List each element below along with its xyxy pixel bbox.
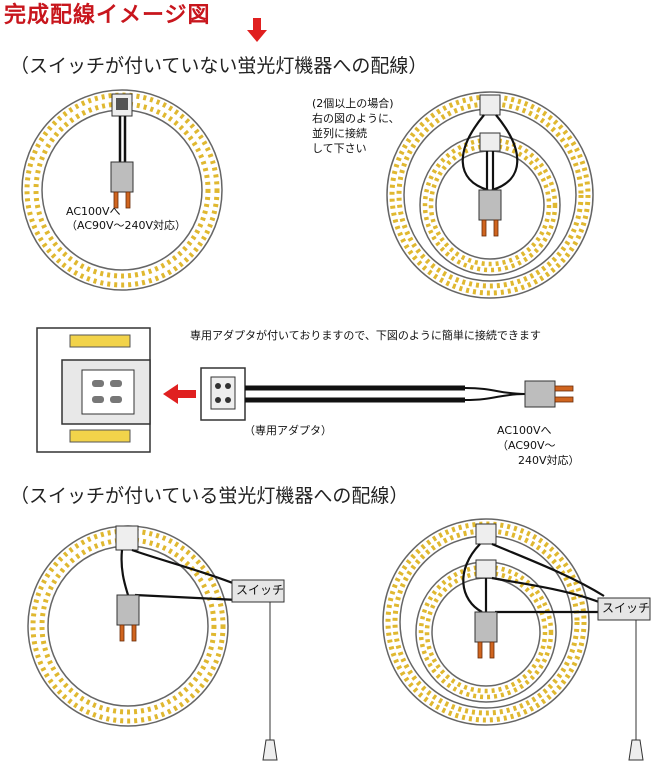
section-heading-no-switch: （スイッチが付いていない蛍光灯機器への配線） (10, 55, 428, 77)
page-title: 完成配線イメージ図 (4, 3, 211, 28)
switch-label-right: スイッチ (602, 601, 651, 615)
adapter-label: （専用アダプタ） (244, 424, 332, 437)
led-ring-top-right (386, 91, 594, 299)
section-heading-with-switch: （スイッチが付いている蛍光灯機器への配線） (10, 485, 409, 507)
parallel-note-line3: 並列に接続 (312, 127, 367, 140)
parallel-note-line4: して下さい (312, 142, 367, 155)
adapter-ac-line2: （AC90V～ (497, 439, 556, 452)
down-arrow-icon (247, 18, 267, 42)
adapter-connector (200, 367, 574, 421)
left-arrow-icon (163, 384, 196, 404)
adapter-ac-line1: AC100Vへ (497, 424, 552, 437)
led-ring-bottom-right (382, 518, 651, 761)
parallel-note-line1: (2個以上の場合) (312, 97, 394, 110)
ac-label-line2: （AC90V～240V対応） (66, 219, 187, 232)
adapter-ac-line3: 240V対応） (518, 454, 580, 467)
led-ring-top-left (21, 89, 223, 291)
adapter-closeup (36, 327, 151, 453)
switch-label-left: スイッチ (236, 583, 285, 597)
parallel-note-line2: 右の図のように、 (312, 112, 400, 125)
adapter-caption: 専用アダプタが付いておりますので、下図のように簡単に接続できます (190, 329, 541, 342)
ac-label-line1: AC100Vへ (66, 205, 121, 218)
led-ring-bottom-left (27, 525, 285, 761)
